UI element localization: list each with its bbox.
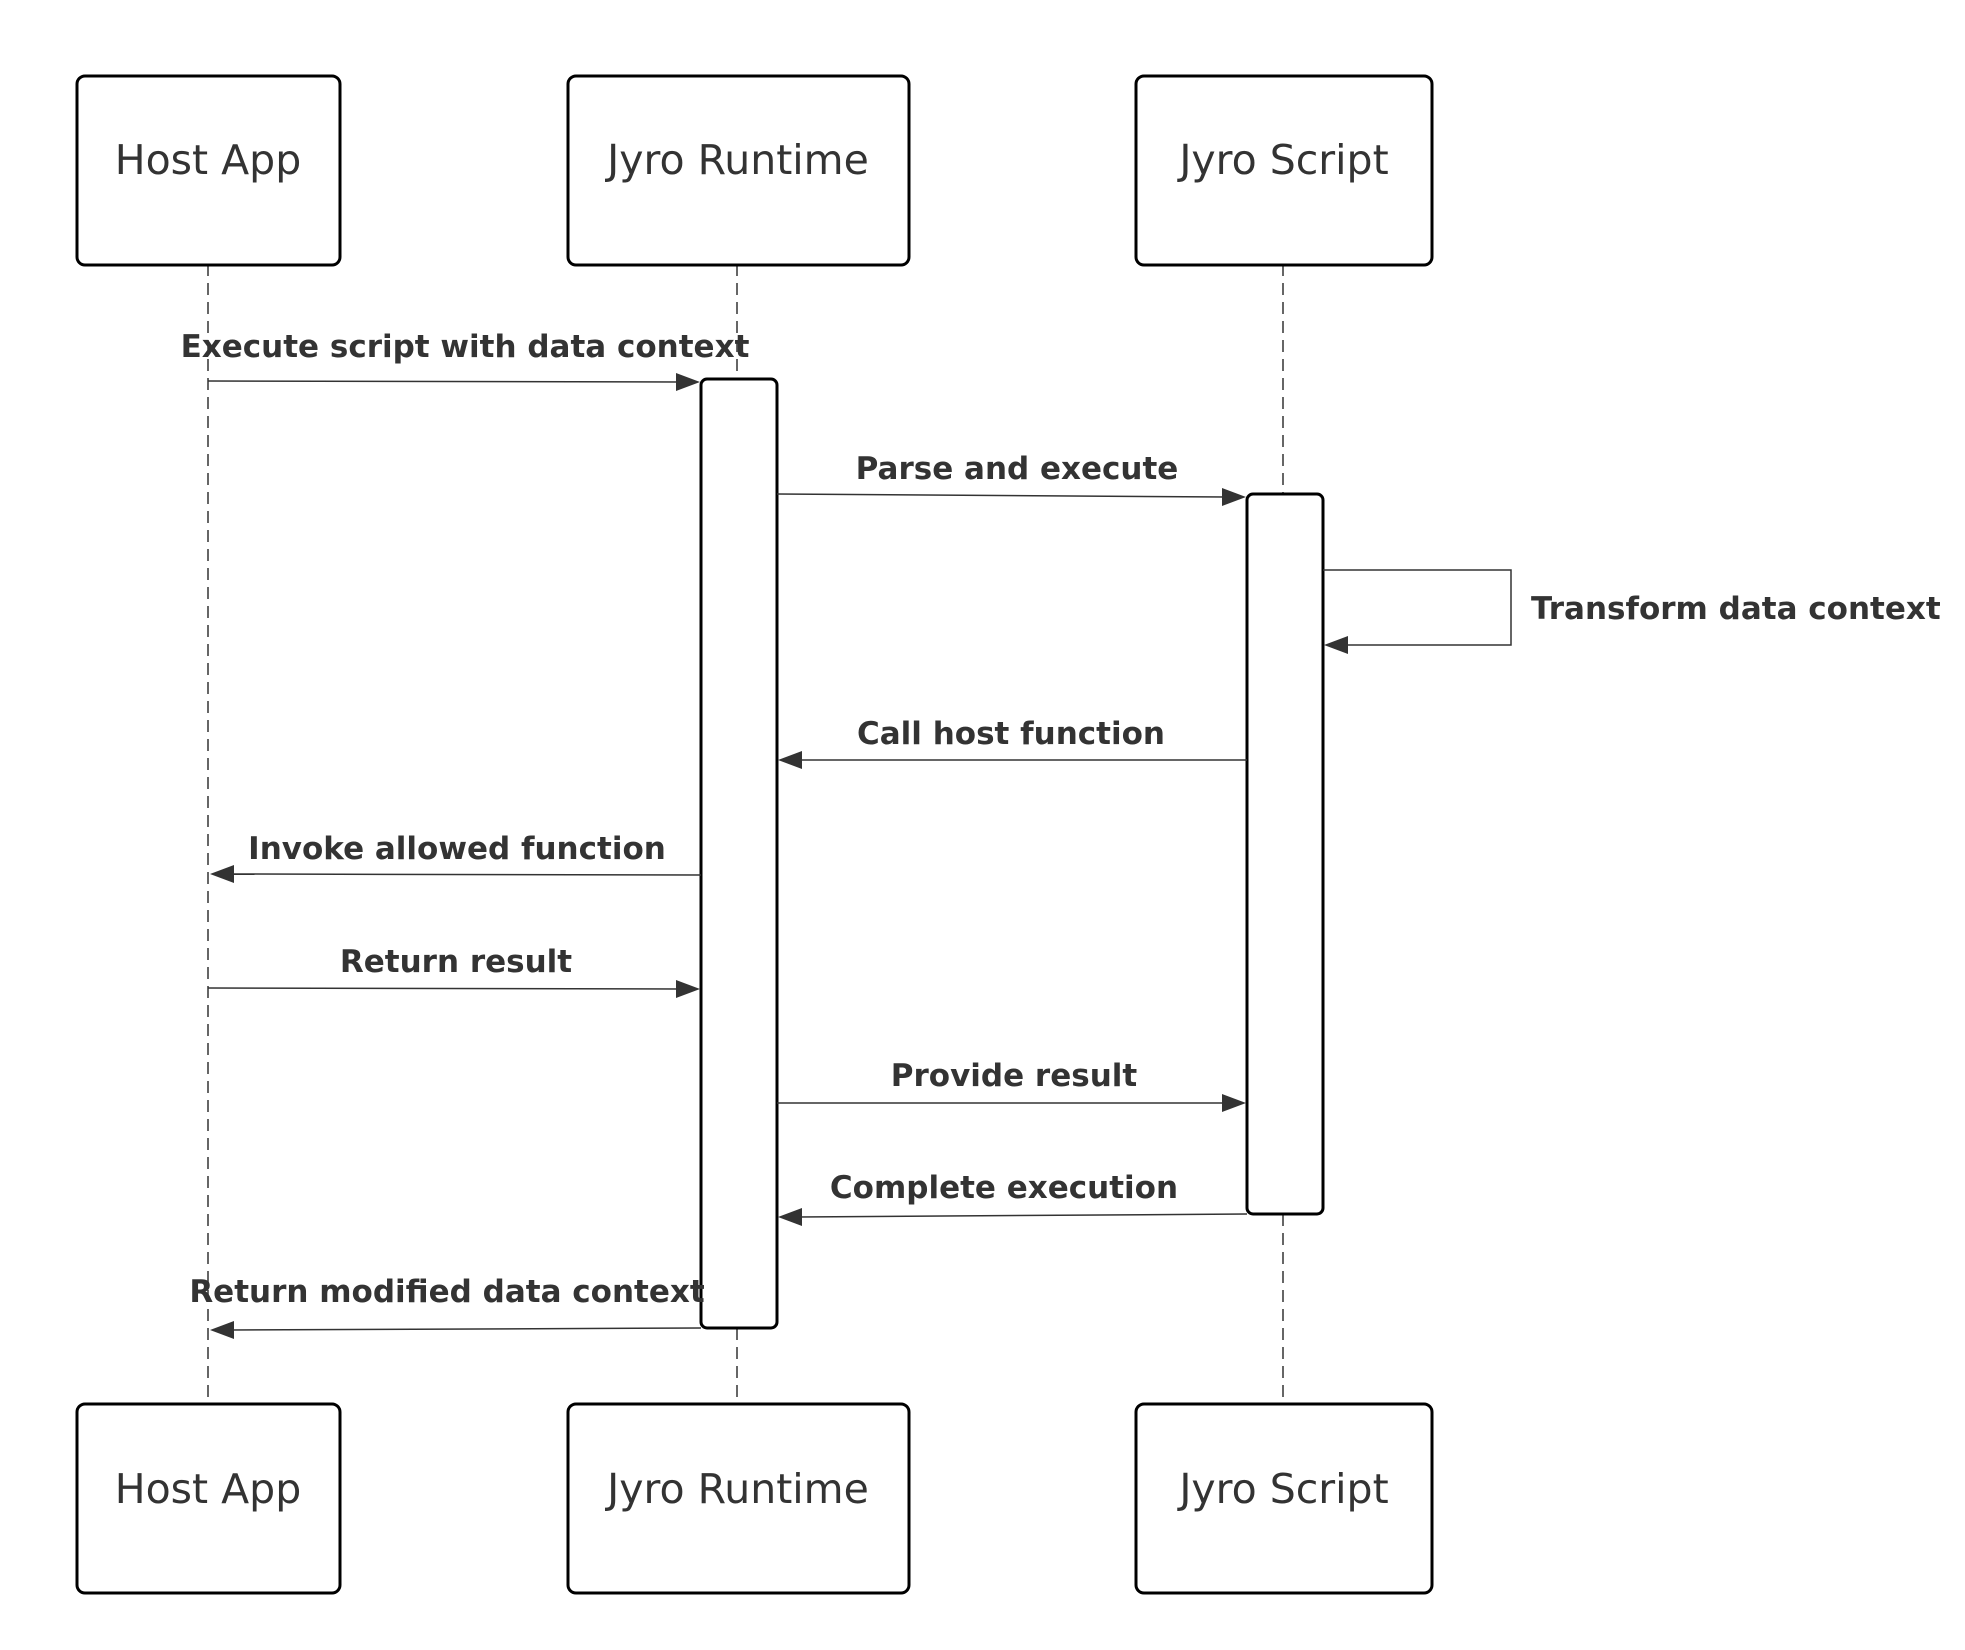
message-execute-script: Execute script with data context [181, 329, 750, 391]
arrowhead-right-icon [1222, 488, 1246, 506]
message-provide-result: Provide result [777, 1058, 1246, 1112]
message-label: Parse and execute [856, 451, 1179, 487]
activation-jyro-script [1245, 492, 1325, 1216]
actor-jyro-script-top-label: Jyro Script [1176, 136, 1388, 184]
arrowhead-left-icon [210, 1321, 234, 1339]
activation-jyro-runtime [699, 377, 779, 1330]
actor-host-app-bottom: Host App [75, 1402, 342, 1595]
actor-host-app-top: Host App [75, 74, 342, 267]
message-return-modified-data-context: Return modified data context [189, 1274, 705, 1339]
actor-jyro-runtime-top-label: Jyro Runtime [604, 136, 869, 184]
actor-jyro-runtime-bottom-label: Jyro Runtime [604, 1465, 869, 1513]
message-label: Return result [340, 944, 572, 980]
message-transform-data-context: Transform data context [1323, 569, 1941, 654]
message-label: Provide result [891, 1058, 1138, 1094]
arrowhead-left-icon [778, 1208, 802, 1226]
actor-jyro-script-top: Jyro Script [1134, 74, 1434, 267]
actor-jyro-script-bottom: Jyro Script [1134, 1402, 1434, 1595]
arrowhead-left-icon [778, 751, 802, 769]
message-label: Transform data context [1531, 591, 1941, 627]
message-label: Invoke allowed function [248, 831, 666, 867]
message-label: Complete execution [830, 1170, 1178, 1206]
arrowhead-right-icon [676, 980, 700, 998]
actor-jyro-runtime-top: Jyro Runtime [566, 74, 911, 267]
message-label: Call host function [857, 716, 1165, 752]
actor-jyro-runtime-bottom: Jyro Runtime [566, 1402, 911, 1595]
message-label: Return modified data context [189, 1274, 705, 1310]
message-return-result: Return result [207, 944, 700, 998]
arrowhead-left-icon [210, 865, 234, 883]
arrowhead-left-icon [1324, 636, 1348, 654]
actor-host-app-top-label: Host App [115, 136, 301, 184]
message-parse-and-execute: Parse and execute [776, 451, 1246, 506]
message-label: Execute script with data context [181, 329, 750, 365]
arrowhead-right-icon [1222, 1094, 1246, 1112]
actor-host-app-bottom-label: Host App [115, 1465, 301, 1513]
actor-jyro-script-bottom-label: Jyro Script [1176, 1465, 1388, 1513]
message-invoke-allowed-function: Invoke allowed function [210, 831, 702, 883]
message-complete-execution: Complete execution [778, 1170, 1248, 1226]
message-call-host-function: Call host function [778, 716, 1247, 769]
arrowhead-right-icon [676, 373, 700, 391]
